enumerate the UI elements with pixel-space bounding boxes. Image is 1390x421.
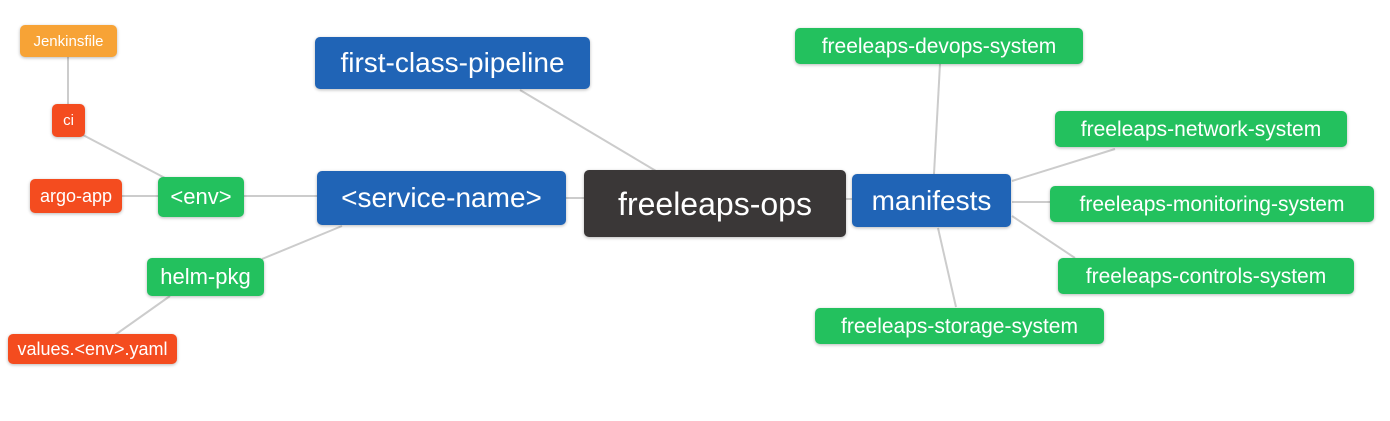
node-freeleaps-storage-system[interactable]: freeleaps-storage-system [815, 308, 1104, 344]
edge-first-class-pipeline-to-freeleaps-ops [519, 89, 657, 172]
edge-manifests-to-freeleaps-storage-system [937, 227, 957, 308]
node-freeleaps-monitoring-system[interactable]: freeleaps-monitoring-system [1050, 186, 1374, 222]
node-service-name[interactable]: <service-name> [317, 171, 566, 225]
edge-ci-to-env [82, 134, 166, 179]
node-jenkinsfile[interactable]: Jenkinsfile [20, 25, 117, 57]
node-freeleaps-devops-system[interactable]: freeleaps-devops-system [795, 28, 1083, 64]
node-first-class-pipeline[interactable]: first-class-pipeline [315, 37, 590, 89]
node-ci[interactable]: ci [52, 104, 85, 137]
node-env[interactable]: <env> [158, 177, 244, 217]
node-manifests[interactable]: manifests [852, 174, 1011, 227]
node-helm-pkg[interactable]: helm-pkg [147, 258, 264, 296]
edge-manifests-to-freeleaps-devops-system [933, 63, 941, 175]
edge-service-name-to-helm-pkg [261, 225, 343, 260]
edge-manifests-to-freeleaps-network-system [1011, 148, 1116, 182]
node-freeleaps-ops[interactable]: freeleaps-ops [584, 170, 846, 237]
node-values-env-yaml[interactable]: values.<env>.yaml [8, 334, 177, 364]
node-argo-app[interactable]: argo-app [30, 179, 122, 213]
node-freeleaps-network-system[interactable]: freeleaps-network-system [1055, 111, 1347, 147]
edge-manifests-to-freeleaps-controls-system [1011, 215, 1076, 259]
edge-helm-pkg-to-values-env-yaml [114, 295, 171, 336]
node-freeleaps-controls-system[interactable]: freeleaps-controls-system [1058, 258, 1354, 294]
